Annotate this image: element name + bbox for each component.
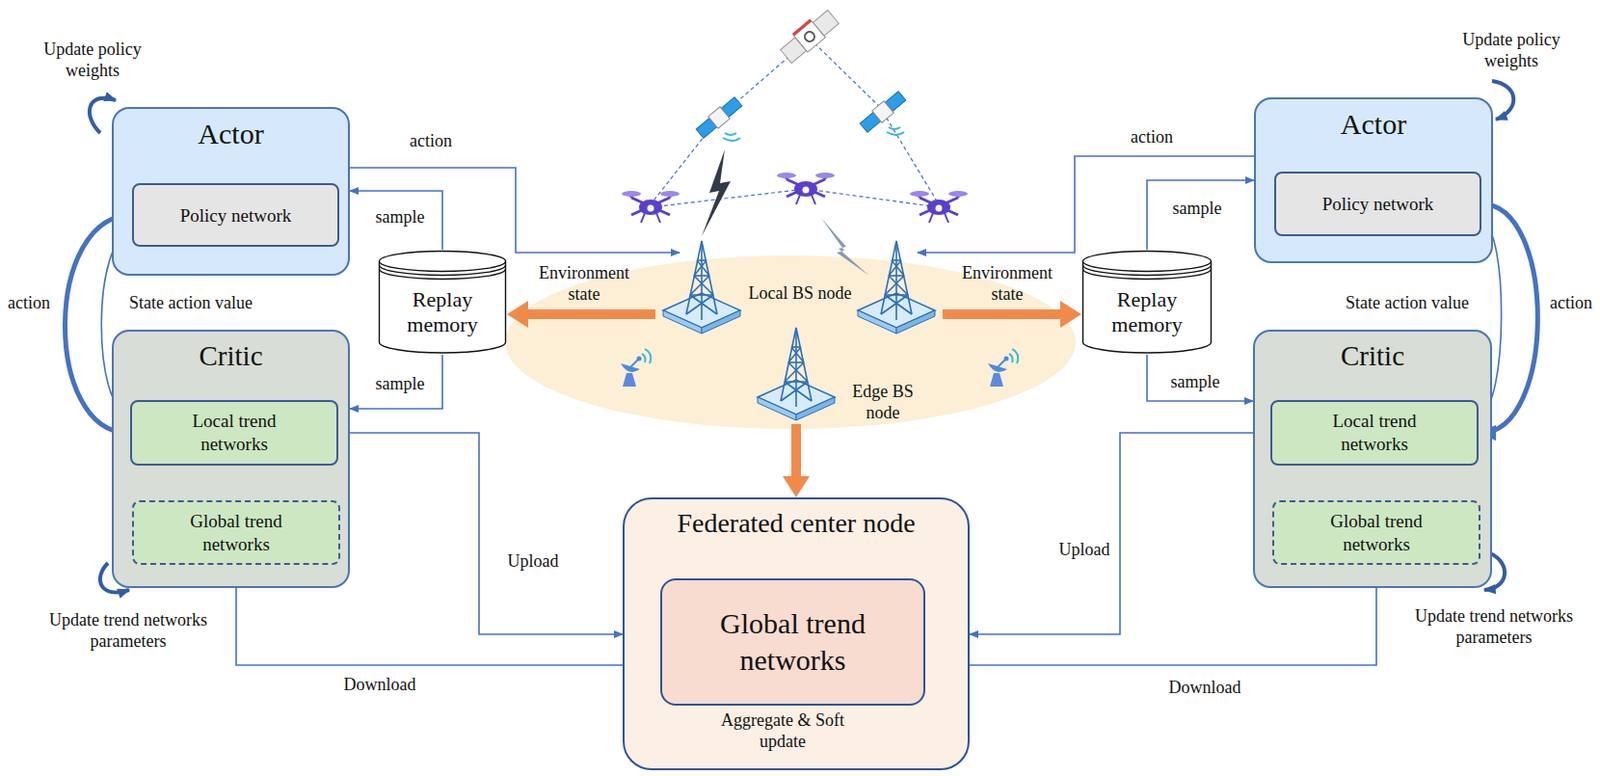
node-text: Local trend networks [176,409,293,456]
annotation-label: Update trend networks parameters [1402,605,1586,648]
node-text: Actor [1255,99,1492,142]
self-update-arrows [89,80,1514,718]
edge-label: action [1547,292,1595,314]
lightning-bolt [821,217,870,276]
actor-box: ActorPolicy network [1253,97,1494,264]
node-text: Replay memory [389,287,496,338]
annotation-label: Update trend networks parameters [31,609,225,652]
small-satellite [858,89,907,135]
node-text: Critic [113,331,348,374]
connector-arrow [349,190,443,250]
coverage-area [505,255,1076,429]
global-trend-aggregate-box: Global trend networks [660,578,926,706]
edge-label: sample [373,373,427,395]
node-text: Policy network [1322,192,1435,215]
edge-label: State action value [127,292,255,314]
satellite [776,6,840,65]
antenna [620,348,651,387]
link-lines [650,38,939,208]
drone [909,190,968,223]
policy-network-box: Policy network [1274,171,1482,237]
connector-arrow [1146,354,1254,401]
edge-label: Upload [1057,538,1113,560]
local-trend-box: Local trend networks [130,400,339,466]
edge-bs-tower [757,327,835,421]
connector-arrow [349,354,443,409]
connector-arrow [1146,180,1254,250]
local-bs-tower [857,240,935,334]
edge-label: sample [1171,197,1225,219]
node-text: Actor [113,108,348,152]
edge-label: Download [342,673,419,695]
node-text: Critic [1254,331,1491,374]
annotation-label: Local BS node [748,282,853,304]
edge-label: Upload [506,550,561,572]
antenna [987,348,1018,387]
annotation-label: Update policy weights [25,38,160,81]
edge-label: action [5,292,53,314]
global-trend-box: Global trend networks [1272,500,1481,565]
annotation-label: Aggregate & Soft update [710,709,855,752]
lightning-bolt [701,149,731,237]
edge-label: Download [1167,676,1244,698]
drone [621,190,680,223]
small-satellite [694,95,744,141]
local-trend-box: Local trend networks [1270,400,1479,466]
actor-box: ActorPolicy network [111,106,350,276]
node-text: Replay memory [1093,287,1200,338]
action-lines [349,156,1254,253]
annotation-label: action [409,130,453,152]
node-text: Federated center node [624,499,968,540]
global-trend-box: Global trend networks [132,500,341,565]
annotation-label: Edge BS node [844,380,922,424]
critic-box: CriticLocal trend networksGlobal trend n… [1253,329,1493,588]
replay-memory-cylinder: Replay memory [1081,249,1213,355]
annotation-label: Environment state [521,262,647,305]
node-text: Local trend networks [1316,409,1433,456]
node-text: Global trend networks [178,509,294,557]
edge-label: sample [373,206,427,228]
annotation-label: Environment state [944,262,1070,305]
node-text: Global trend networks [682,605,905,679]
local-bs-tower [663,240,741,334]
edge-label: sample [1169,371,1223,393]
connector-arrow [338,432,623,635]
annotation-label: action [1130,126,1174,148]
annotation-label: Update policy weights [1443,28,1579,72]
node-text: Global trend networks [1318,509,1435,557]
edge-label: State action value [1343,292,1471,314]
critic-box: CriticLocal trend networksGlobal trend n… [111,329,350,588]
node-text: Policy network [180,204,293,227]
replay-memory-cylinder: Replay memory [377,249,507,355]
policy-network-box: Policy network [132,183,340,247]
state-arrows [506,300,1082,498]
connector-arrow [969,432,1271,635]
drone [776,172,835,205]
